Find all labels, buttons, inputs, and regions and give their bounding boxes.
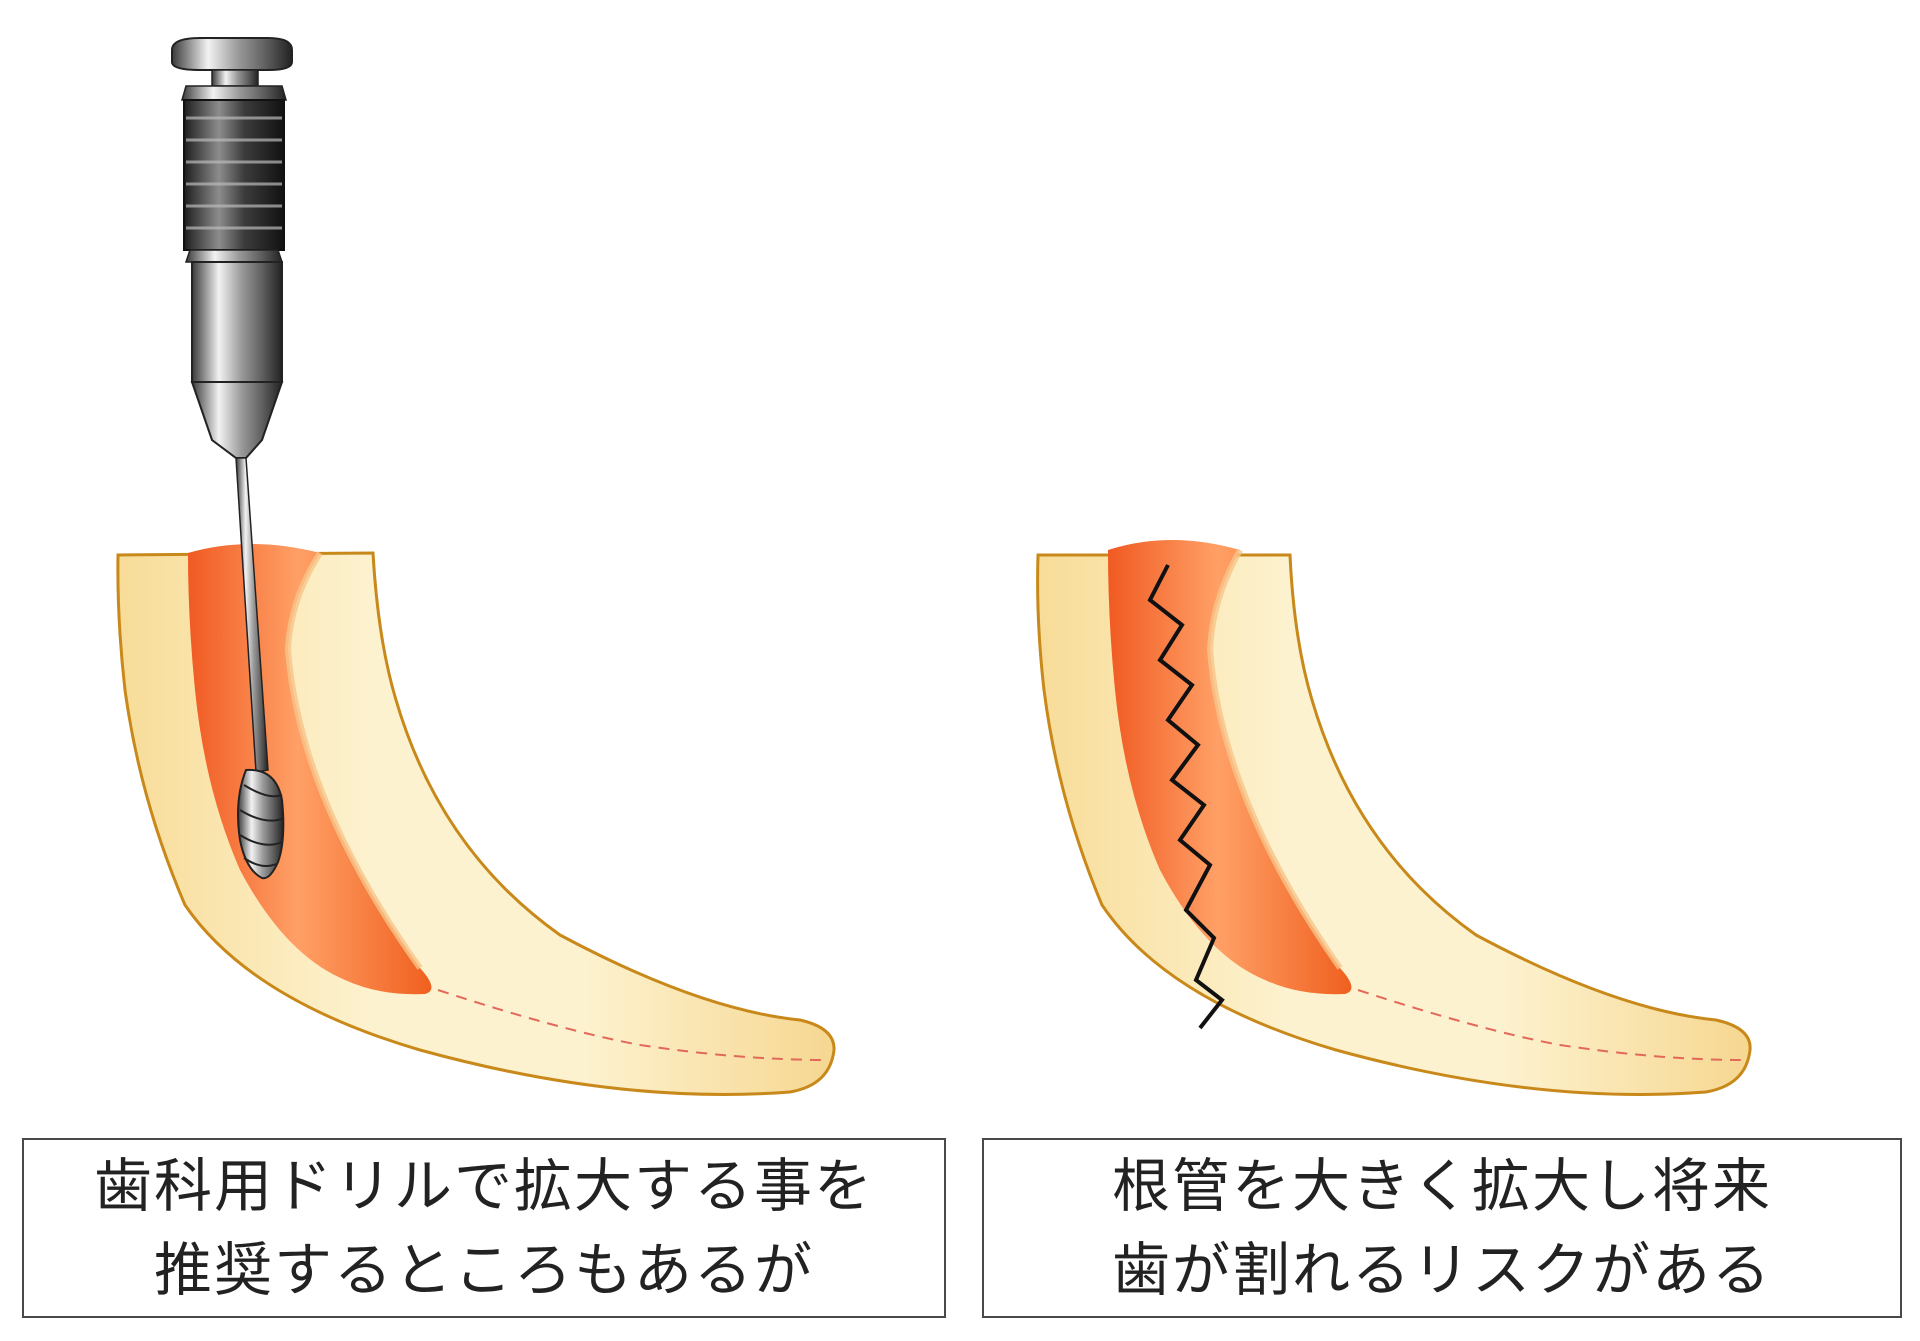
caption-right-line1: 根管を大きく拡大し将来 [1111,1152,1772,1220]
tooth-root-right [1036,540,1752,1096]
drill-bur-tip [237,768,285,880]
pulp-inner-wall-right [1206,548,1343,970]
apical-canal-dashed-right [1357,989,1745,1061]
tooth-root-left [116,544,836,1096]
caption-left-line2: 推奨するところもあるが [153,1236,814,1304]
caption-box-left: 歯科用ドリルで拡大する事を 推奨するところもあるが [22,1138,946,1318]
crack-zigzag-icon [1147,564,1225,1030]
dentin-left [116,551,836,1096]
apical-canal-dashed-left [437,989,829,1061]
caption-right-line2: 歯が割れるリスクがある [1111,1236,1772,1304]
dental-drill-icon [171,37,293,880]
caption-box-right: 根管を大きく拡大し将来 歯が割れるリスクがある [982,1138,1902,1318]
pulp-inner-wall-left [284,551,423,970]
caption-left-line1: 歯科用ドリルで拡大する事を [93,1152,874,1220]
pulp-canal-right [1108,540,1352,995]
